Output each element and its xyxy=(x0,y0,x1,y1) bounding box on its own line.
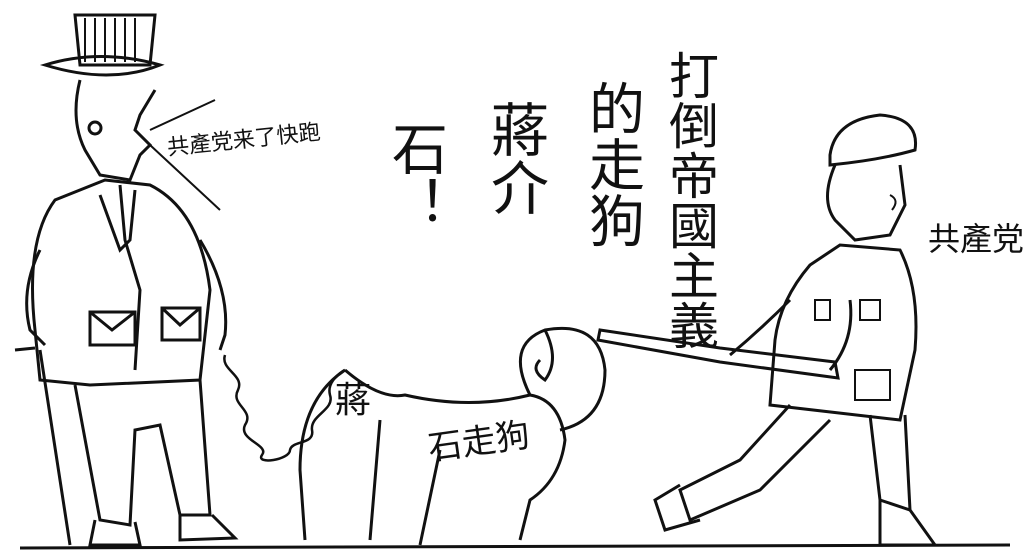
speech-text: 共產党来了快跑 xyxy=(166,120,322,161)
soldier-figure xyxy=(596,113,938,547)
imperialist-legs xyxy=(73,379,212,527)
slogan-column-2: 的走狗 xyxy=(580,80,645,248)
walking-cane xyxy=(14,346,72,546)
ground-line xyxy=(19,543,1011,550)
soldier-head xyxy=(826,164,907,242)
soldier-legs xyxy=(678,403,912,523)
top-hat xyxy=(39,13,165,77)
soldier-body xyxy=(768,243,918,422)
dog-figure xyxy=(298,326,607,546)
slogan-column-3: 蔣介 xyxy=(481,100,549,216)
soldier-cap xyxy=(828,113,918,167)
slogan-column-1: 打倒帝國主義 xyxy=(661,50,719,350)
soldier-label: 共產党 xyxy=(928,220,1024,258)
rifle xyxy=(596,328,840,380)
dog-leash xyxy=(223,354,346,462)
left-pocket xyxy=(88,310,137,347)
speech-lines xyxy=(149,99,221,211)
slogan-column-4: 石！ xyxy=(383,120,448,232)
dog-label-b: 石走狗 xyxy=(426,415,533,469)
imperialist-coat xyxy=(31,178,212,387)
imperialist-figure xyxy=(14,13,346,547)
dog-label-a: 蔣 xyxy=(335,380,371,421)
dog-tail xyxy=(518,326,607,432)
right-pocket xyxy=(160,306,202,342)
